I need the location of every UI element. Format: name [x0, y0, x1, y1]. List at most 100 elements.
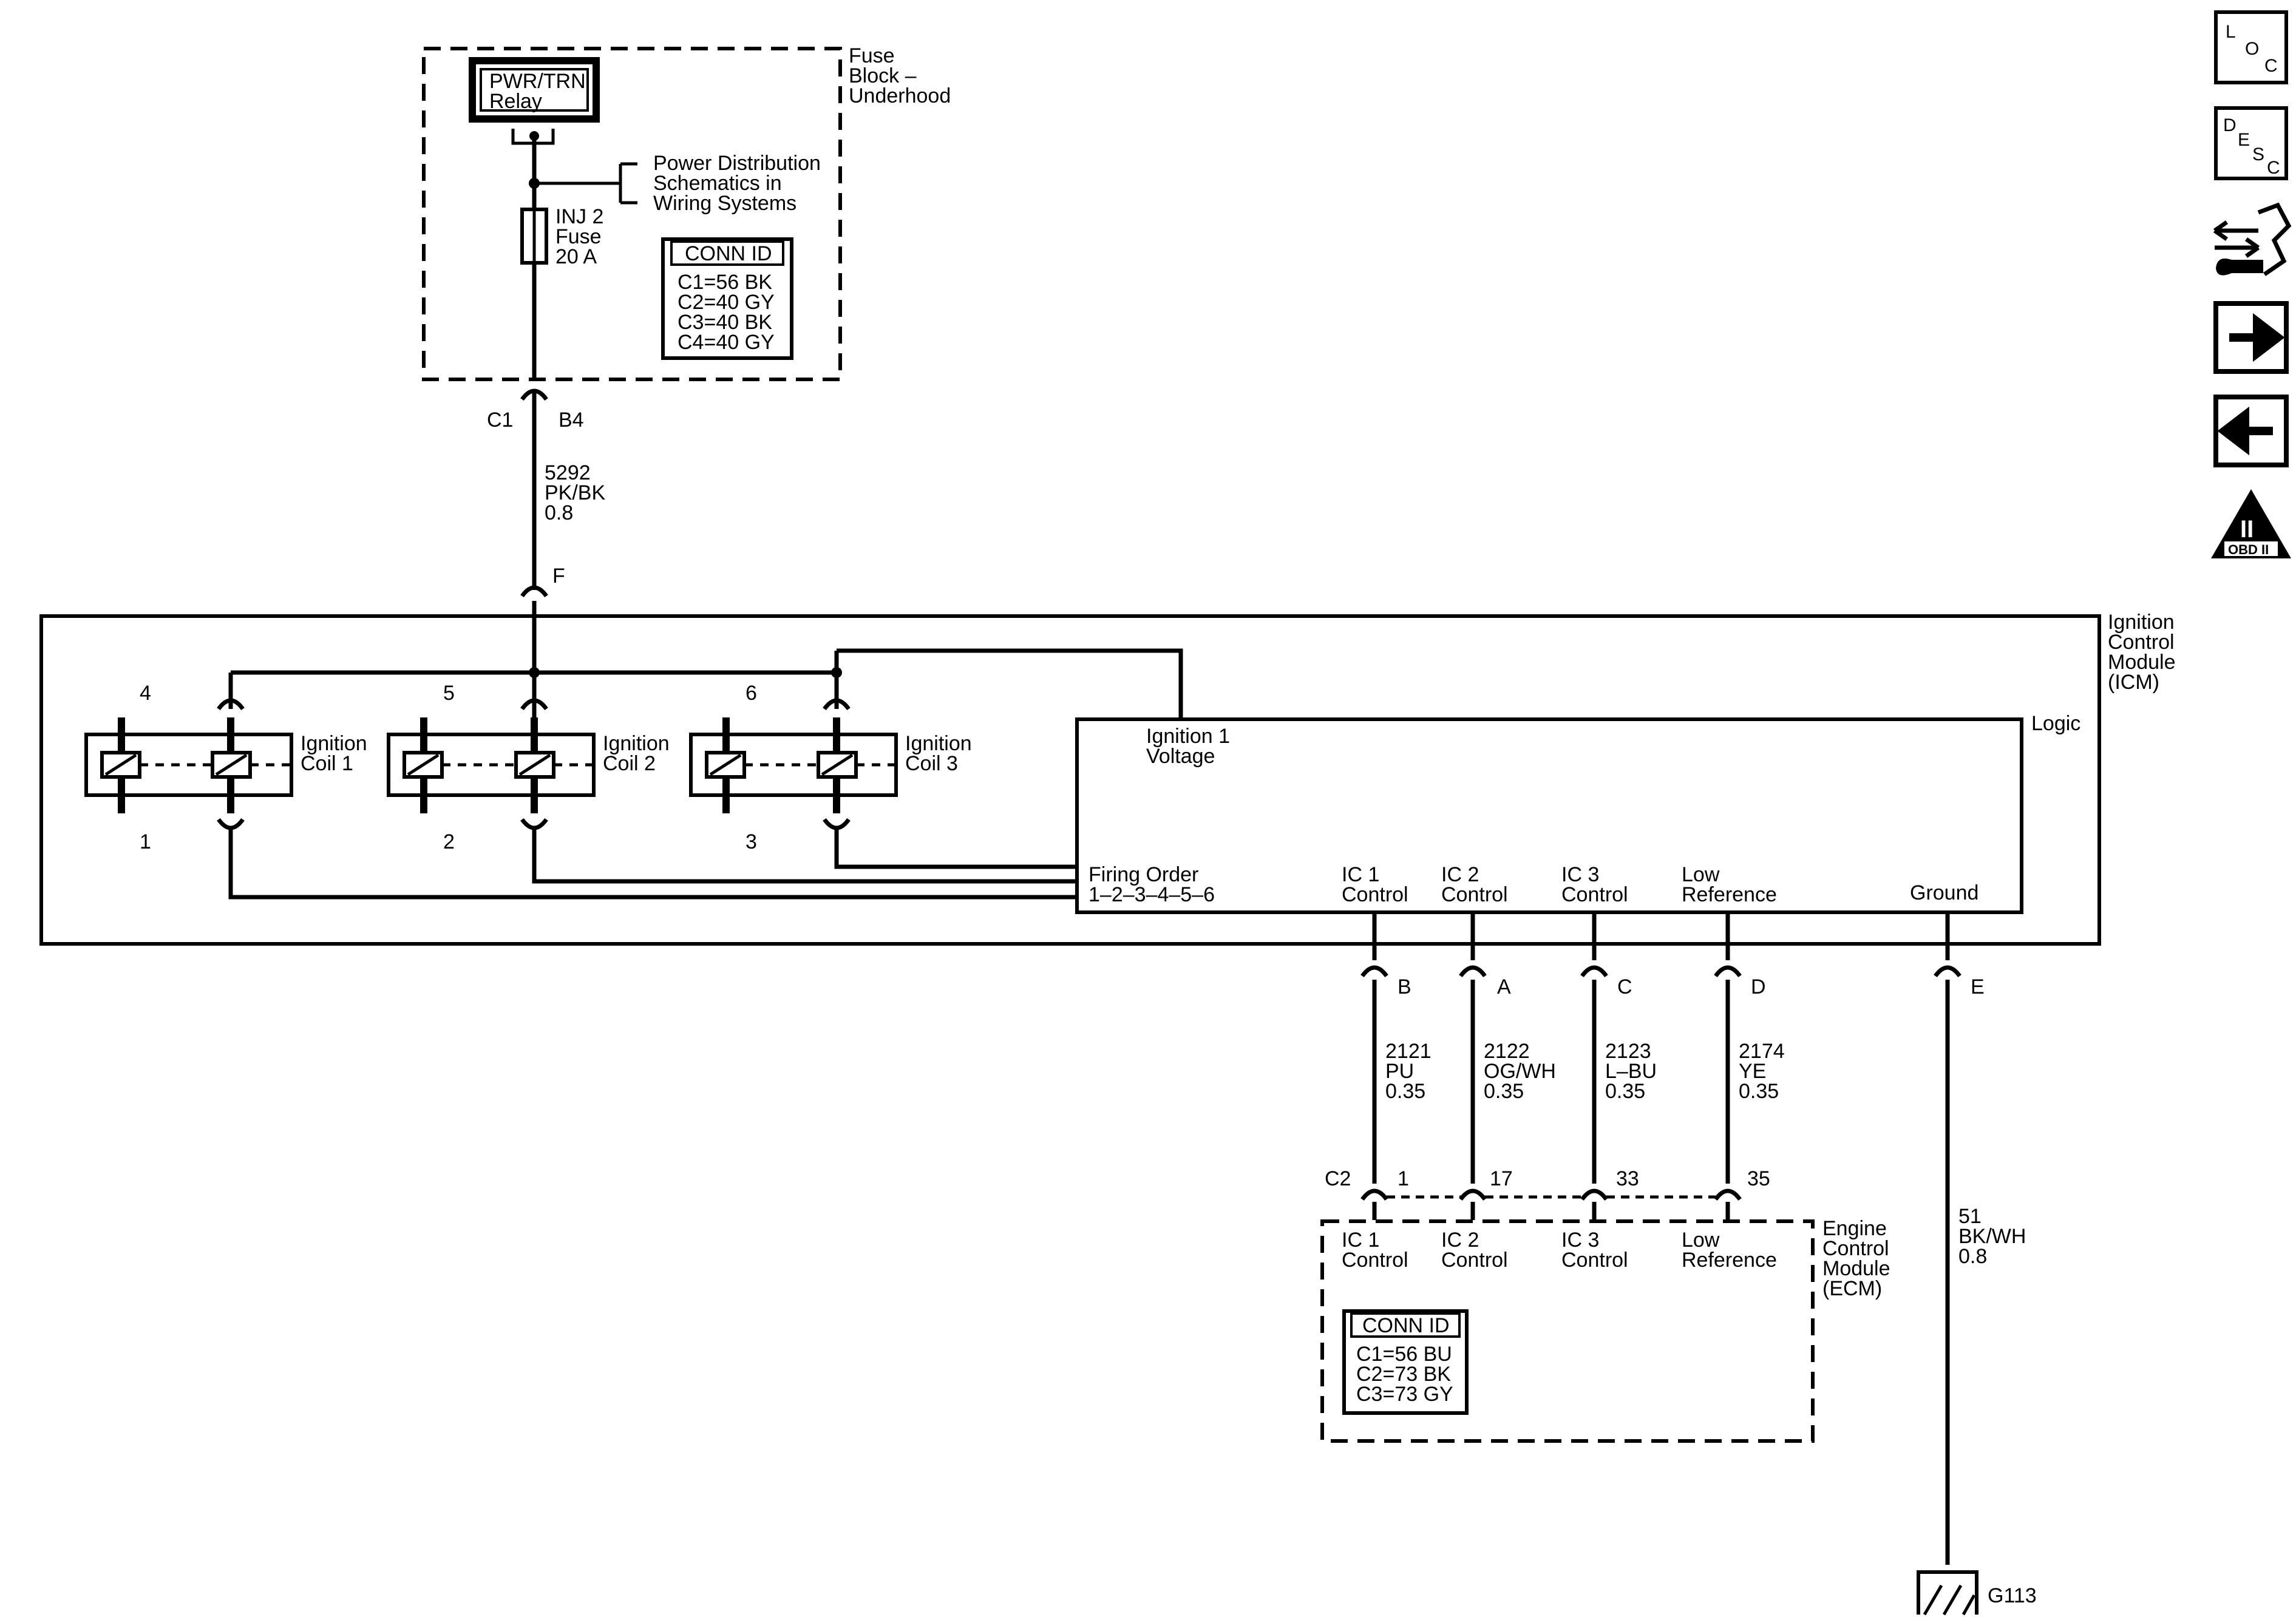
fuse-label-1: INJ 2 — [555, 205, 603, 228]
coil-2-firing-wire — [532, 827, 1077, 884]
double-arrow-bottom — [2215, 237, 2260, 258]
winding-stroke — [215, 753, 248, 776]
obd-ii-button[interactable]: II OBD II — [2211, 489, 2291, 558]
location-button[interactable]: L O C — [2214, 10, 2288, 84]
component-outline — [2257, 202, 2292, 276]
loc-letter-c: C — [2264, 56, 2278, 76]
logic-output-stubs — [1372, 912, 1950, 960]
low-reference-label-2: Reference — [1682, 883, 1777, 906]
ignition-coil-1 — [84, 733, 293, 797]
ecm-c2-pin-17-connector — [1459, 1188, 1487, 1201]
icm-logic-box — [1075, 717, 2023, 914]
fuse-block-title-2: Block – — [849, 64, 917, 87]
ecm-low-ref-label-1: Low — [1682, 1229, 1720, 1252]
fuse-label-2: Fuse — [555, 225, 602, 248]
wire-2121-size: 0.35 — [1385, 1080, 1425, 1103]
icm-pin-b: B — [1398, 975, 1411, 998]
ecm-conn-id-row: C1=56 BU — [1356, 1343, 1452, 1366]
wire-51-color: BK/WH — [1958, 1225, 2026, 1248]
obd-ii-numeral: II — [2240, 516, 2254, 543]
ecm-input-stubs — [1372, 1202, 1730, 1220]
icm-pin-e: E — [1971, 975, 1985, 998]
icm-pin-c-connector — [1580, 965, 1608, 978]
icm-pin-e-connector — [1934, 965, 1961, 978]
connector-b4-pin: B4 — [559, 408, 584, 432]
fuse-block-title-1: Fuse — [849, 44, 895, 67]
obd-ii-triangle-icon — [2211, 489, 2291, 558]
icm-title-4: (ICM) — [2108, 671, 2159, 694]
description-button[interactable]: D E S C — [2214, 106, 2288, 180]
ic2-control-label-2: Control — [1441, 883, 1508, 906]
ecm-pin-35: 35 — [1747, 1167, 1770, 1190]
wire-2121-color: PU — [1385, 1060, 1414, 1083]
ic2-control-label-1: IC 2 — [1441, 863, 1479, 886]
fuse-block-conn-id-table — [661, 237, 793, 360]
obd-ii-label: OBD II — [2228, 542, 2269, 557]
coil-2-label-1: Ignition — [603, 732, 670, 755]
icm-title-2: Control — [2108, 631, 2175, 654]
coil-1-firing-wire — [228, 827, 1077, 900]
wire-5292-size: 0.8 — [545, 501, 573, 524]
coil-1-label-2: Coil 1 — [301, 752, 353, 775]
ignition-voltage-label-1: Ignition 1 — [1146, 725, 1230, 748]
previous-page-button[interactable] — [2213, 395, 2289, 467]
ground-symbol-hatch — [1923, 1584, 1976, 1616]
desc-letter-s: S — [2252, 144, 2264, 164]
ecm-pin-1: 1 — [1398, 1167, 1409, 1190]
coil-3-label-1: Ignition — [905, 732, 972, 755]
obd-ii-label-bg — [2224, 541, 2278, 556]
wire-2123-size: 0.35 — [1605, 1080, 1645, 1103]
coil-3-top-connector — [823, 698, 851, 711]
ecm-title-4: (ECM) — [1822, 1277, 1882, 1300]
coil-3-bottom-pin: 3 — [746, 830, 757, 853]
icm-title-1: Ignition — [2108, 611, 2175, 634]
ecm-outline — [1320, 1219, 1815, 1443]
ecm-low-ref-label-2: Reference — [1682, 1249, 1777, 1272]
coil-3-top-pin: 6 — [746, 682, 757, 705]
arrow-right-icon — [2229, 313, 2285, 362]
conn-id-row: C2=40 GY — [678, 291, 775, 314]
relay-label-2: Relay — [489, 90, 542, 113]
winding-stroke — [709, 753, 742, 776]
relay-label-1: PWR/TRN — [489, 70, 586, 93]
engine-control-module: Engine Control Module (ECM) IC 1 Control… — [1320, 1217, 1890, 1443]
desc-letter-c: C — [2267, 158, 2280, 178]
coil-2-top-connector — [520, 698, 548, 711]
wire-5292-circuit: 5292 — [545, 461, 591, 484]
wire-2122-color: OG/WH — [1484, 1060, 1556, 1083]
ground-g113-label: G113 — [1988, 1584, 2037, 1607]
arrow-left-icon — [2217, 406, 2273, 456]
wire-2123-color: L–BU — [1605, 1060, 1657, 1083]
conn-id-row: C1=56 BK — [678, 271, 772, 294]
wire-2174-circuit: 2174 — [1739, 1040, 1785, 1063]
coil-3-bottom-connector — [823, 818, 851, 830]
ic3-control-label-2: Control — [1561, 883, 1628, 906]
coil-2-label-2: Coil 2 — [603, 752, 656, 775]
wire-2174-size: 0.35 — [1739, 1080, 1779, 1103]
ecm-c2-pin-33-connector — [1580, 1188, 1608, 1201]
ground-symbol-frame — [1917, 1570, 1978, 1615]
loc-letter-l: L — [2226, 22, 2236, 42]
ground-label: Ground — [1910, 881, 1978, 904]
logic-label: Logic — [2031, 712, 2080, 735]
description-button-frame — [2214, 106, 2288, 180]
winding-stroke — [104, 753, 137, 776]
next-page-button[interactable] — [2213, 301, 2289, 374]
connector-service-button[interactable] — [2213, 202, 2292, 276]
winding-stroke — [407, 753, 440, 776]
ecm-ic2-label-2: Control — [1441, 1249, 1508, 1272]
icm-pin-b-connector — [1360, 965, 1388, 978]
power-distribution-bracket — [534, 162, 637, 205]
wire-5292-color: PK/BK — [545, 481, 605, 504]
wire-51-size: 0.8 — [1958, 1245, 1987, 1268]
ignition-voltage-bus — [228, 648, 1183, 719]
fuse-block-underhood: Fuse Block – Underhood PWR/TRN Relay Pow… — [422, 44, 951, 381]
icm-outline — [39, 614, 2101, 946]
coil-1-top-connector — [217, 698, 245, 711]
ecm-ic3-label-2: Control — [1561, 1249, 1628, 1272]
wire-2121-circuit: 2121 — [1385, 1040, 1432, 1063]
power-ref-2: Schematics in — [653, 172, 782, 195]
coil-3-firing-wire — [834, 827, 1077, 869]
ignition-control-module: Ignition Control Module (ICM) 4 1 Igniti… — [39, 601, 2176, 946]
ic1-control-label-2: Control — [1342, 883, 1408, 906]
